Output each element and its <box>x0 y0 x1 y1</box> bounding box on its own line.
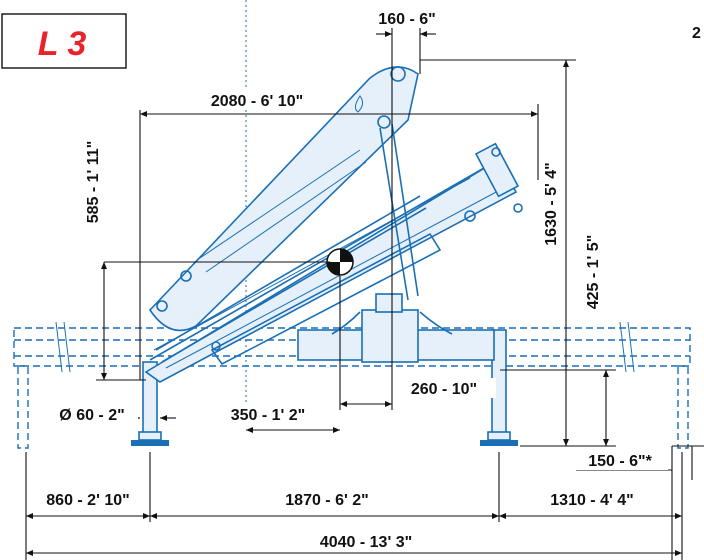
dim-center-span: 1870 - 6' 2" <box>285 492 368 509</box>
dim-cg-offset: 260 - 10" <box>411 381 477 398</box>
dim-right-span: 1310 - 4' 4" <box>550 492 633 509</box>
crane-base <box>297 293 495 363</box>
dim-foot-height: 150 - 6"* <box>588 453 652 470</box>
corner-fragment: 2 <box>692 25 701 42</box>
dim-top-offset: 160 - 6" <box>378 11 435 28</box>
dim-height-cg: 585 - 1' 11" <box>85 141 102 224</box>
stabilizer-leg-right <box>480 329 518 446</box>
dimension-lines <box>25 26 704 560</box>
dim-column-offset: 350 - 1' 2" <box>231 407 306 424</box>
model-badge-text: L 3 <box>38 25 87 63</box>
dim-total-width: 4040 - 13' 3" <box>320 534 412 551</box>
model-badge: L 3 <box>1 13 127 69</box>
stabilizer-leg-left <box>131 361 169 446</box>
dim-pad-diameter: Ø 60 - 2" <box>59 407 124 424</box>
dim-left-span: 860 - 2' 10" <box>46 492 129 509</box>
dim-height-base: 425 - 1' 5" <box>585 235 602 310</box>
main-arm <box>148 66 419 332</box>
dim-height-total: 1630 - 5' 4" <box>543 162 560 245</box>
stabilizer-beam <box>13 321 691 449</box>
lift-cylinder <box>155 195 476 363</box>
dim-outreach: 2080 - 6' 10" <box>211 93 303 110</box>
center-of-gravity-icon <box>326 248 354 276</box>
